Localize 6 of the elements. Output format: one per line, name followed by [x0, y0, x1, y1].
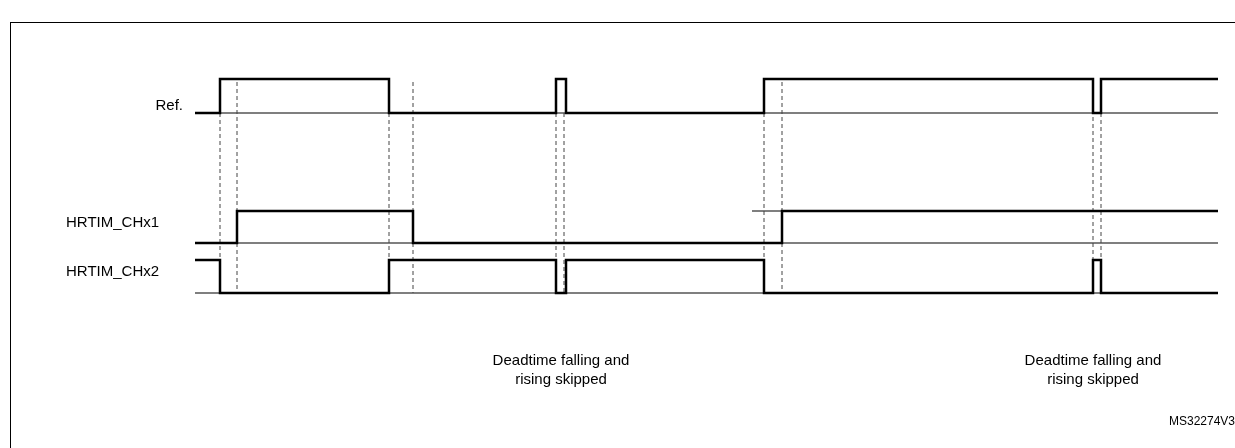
figure-id: MS32274V3	[1168, 413, 1235, 430]
annotation-text: Deadtime falling and rising skipped	[491, 350, 631, 388]
signal-label: Ref.	[155, 95, 183, 115]
signal-label: HRTIM_CHx2	[66, 261, 160, 281]
signal-label: HRTIM_CHx1	[66, 212, 160, 232]
annotation-text: Deadtime falling and rising skipped	[1023, 350, 1163, 388]
